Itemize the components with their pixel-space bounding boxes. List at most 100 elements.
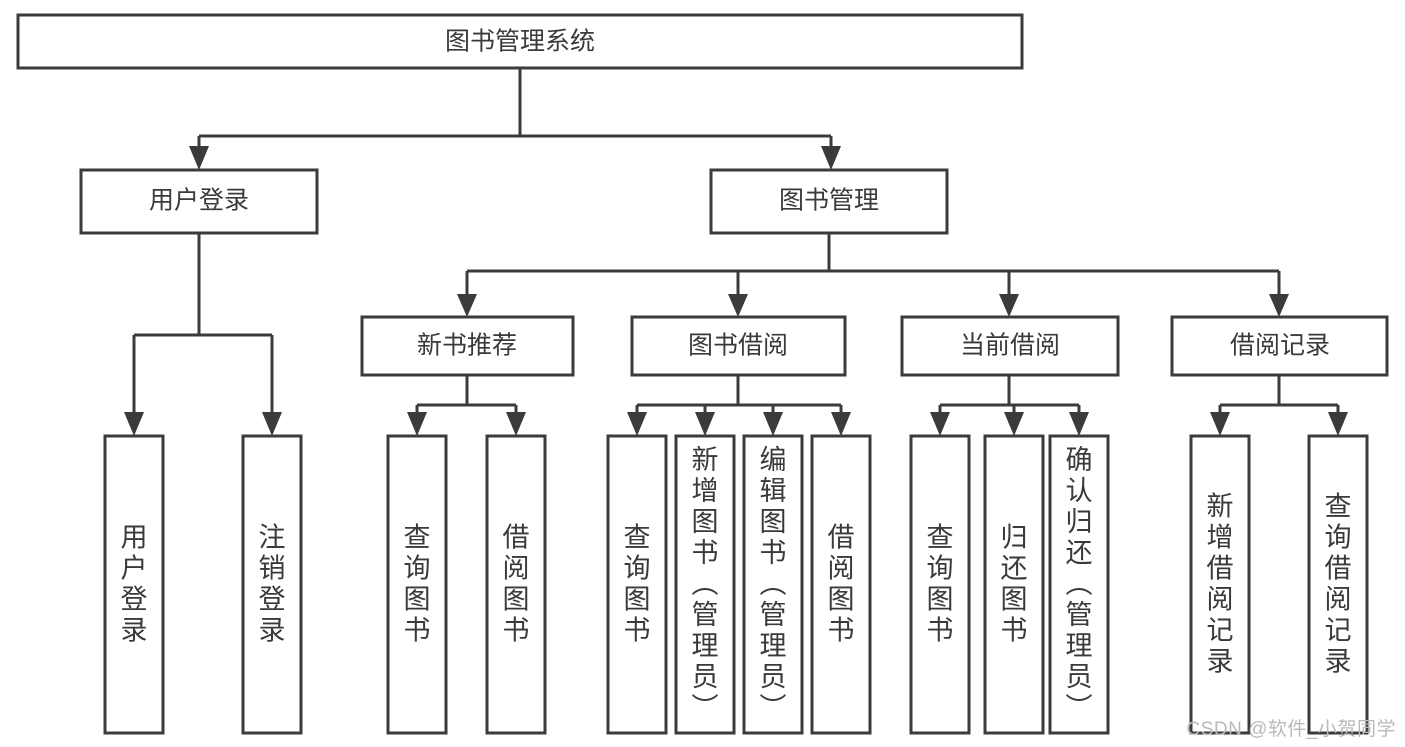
leaf-user-login-label: 用户登录 xyxy=(121,523,148,646)
glyph: 理 xyxy=(1066,631,1093,661)
leaf-borrow-book-1-box[interactable] xyxy=(485,434,547,735)
leaf-query-book-3[interactable]: 查询图书 xyxy=(909,434,971,735)
leaf-query-book-1-label: 查询图书 xyxy=(404,523,431,646)
glyph: 询 xyxy=(404,554,431,584)
glyph: 询 xyxy=(927,554,954,584)
leaf-query-book-3-box[interactable] xyxy=(909,434,971,735)
connector-group-book-borrow xyxy=(627,375,851,436)
arrow-head-leaf-borrow-book-1 xyxy=(506,412,526,436)
connector-group-book-manage xyxy=(457,233,1289,317)
glyph: 询 xyxy=(1325,523,1352,553)
leaf-logout[interactable]: 注销登录 xyxy=(241,434,303,735)
glyph: 阅 xyxy=(1207,585,1234,615)
glyph: 记 xyxy=(1325,616,1352,646)
leaf-query-book-2-box[interactable] xyxy=(606,434,668,735)
node-new-book-rec-label: 新书推荐 xyxy=(417,332,517,360)
glyph: 借 xyxy=(1325,554,1352,584)
node-book-manage[interactable]: 图书管理 xyxy=(709,168,949,235)
node-book-borrow-label: 图书借阅 xyxy=(688,332,788,360)
node-new-book-rec[interactable]: 新书推荐 xyxy=(360,315,575,377)
leaf-return-book-box[interactable] xyxy=(983,434,1045,735)
leaf-add-record-box[interactable] xyxy=(1189,434,1251,735)
glyph: 图 xyxy=(828,585,855,615)
node-borrow-record[interactable]: 借阅记录 xyxy=(1170,315,1389,377)
leaf-edit-book[interactable]: 编辑图书︵管理员︶ xyxy=(742,434,804,735)
glyph: 图 xyxy=(927,585,954,615)
glyph: 借 xyxy=(828,523,855,553)
glyph: 阅 xyxy=(503,554,530,584)
glyph: 归 xyxy=(1001,523,1028,553)
node-root[interactable]: 图书管理系统 xyxy=(16,13,1024,70)
arrow-head-leaf-query-book-3 xyxy=(930,412,950,436)
leaf-edit-book-box[interactable] xyxy=(742,434,804,735)
leaf-return-book[interactable]: 归还图书 xyxy=(983,434,1045,735)
glyph: 理 xyxy=(692,631,719,661)
node-root-label: 图书管理系统 xyxy=(445,28,595,56)
leaf-edit-book-label: 编辑图书︵管理员︶ xyxy=(760,445,787,723)
glyph: 借 xyxy=(503,523,530,553)
node-book-manage-label: 图书管理 xyxy=(779,187,879,215)
glyph: 图 xyxy=(624,585,651,615)
glyph: 管 xyxy=(692,600,719,630)
glyph: 认 xyxy=(1066,476,1093,506)
leaf-user-login[interactable]: 用户登录 xyxy=(103,434,165,735)
glyph: 户 xyxy=(121,554,148,584)
glyph: 增 xyxy=(692,476,719,506)
node-book-manage-box[interactable] xyxy=(709,168,949,235)
node-current-borrow-box[interactable] xyxy=(900,315,1120,377)
arrow-head-leaf-return-book xyxy=(1004,412,1024,436)
leaf-borrow-book-2-box[interactable] xyxy=(810,434,872,735)
leaf-query-book-1[interactable]: 查询图书 xyxy=(386,434,448,735)
glyph: 书 xyxy=(624,616,651,646)
glyph: 用 xyxy=(121,523,148,553)
arrow-head-leaf-query-book-2 xyxy=(627,412,647,436)
leaf-query-book-1-box[interactable] xyxy=(386,434,448,735)
arrow-head-to-user-login xyxy=(189,146,209,170)
arrow-head-current-borrow xyxy=(999,294,1019,317)
node-user-login-box[interactable] xyxy=(79,168,319,235)
glyph: 查 xyxy=(404,523,431,553)
arrow-head-leaf-query-book-1 xyxy=(407,412,427,436)
glyph: 还 xyxy=(1001,554,1028,584)
glyph: 书 xyxy=(404,616,431,646)
leaf-query-record-box[interactable] xyxy=(1307,434,1369,735)
glyph: 图 xyxy=(692,507,719,537)
glyph: 查 xyxy=(927,523,954,553)
node-book-borrow[interactable]: 图书借阅 xyxy=(630,315,847,377)
glyph: 书 xyxy=(503,616,530,646)
glyph: 图 xyxy=(404,585,431,615)
leaf-confirm-return[interactable]: 确认归还︵管理员︶ xyxy=(1048,434,1110,735)
leaf-borrow-book-1[interactable]: 借阅图书 xyxy=(485,434,547,735)
arrow-head-leaf-add-book xyxy=(695,412,715,436)
leaf-user-login-box[interactable] xyxy=(103,434,165,735)
node-user-login-label: 用户登录 xyxy=(149,187,249,215)
leaf-query-book-2[interactable]: 查询图书 xyxy=(606,434,668,735)
glyph: 理 xyxy=(760,631,787,661)
leaf-add-record[interactable]: 新增借阅记录 xyxy=(1189,434,1251,735)
glyph: 确 xyxy=(1066,445,1093,475)
leaf-add-book[interactable]: 新增图书︵管理员︶ xyxy=(674,434,736,735)
leaf-borrow-book-2[interactable]: 借阅图书 xyxy=(810,434,872,735)
node-book-borrow-box[interactable] xyxy=(630,315,847,377)
leaf-confirm-return-box[interactable] xyxy=(1048,434,1110,735)
node-borrow-record-box[interactable] xyxy=(1170,315,1389,377)
arrow-head-borrow-record xyxy=(1269,294,1289,317)
arrow-head-leaf-user-login xyxy=(124,412,144,436)
node-new-book-rec-box[interactable] xyxy=(360,315,575,377)
leaf-add-record-label: 新增借阅记录 xyxy=(1207,492,1234,677)
glyph: 查 xyxy=(1325,492,1352,522)
leaf-logout-box[interactable] xyxy=(241,434,303,735)
node-current-borrow[interactable]: 当前借阅 xyxy=(900,315,1120,377)
glyph: 员 xyxy=(692,662,719,692)
glyph: 书 xyxy=(1001,616,1028,646)
node-user-login[interactable]: 用户登录 xyxy=(79,168,319,235)
leaf-confirm-return-label: 确认归还︵管理员︶ xyxy=(1066,445,1093,723)
glyph: 询 xyxy=(624,554,651,584)
leaf-query-record[interactable]: 查询借阅记录 xyxy=(1307,434,1369,735)
glyph: 阅 xyxy=(828,554,855,584)
glyph: 书 xyxy=(760,538,787,568)
node-root-box[interactable] xyxy=(16,13,1024,70)
leaf-add-book-box[interactable] xyxy=(674,434,736,735)
